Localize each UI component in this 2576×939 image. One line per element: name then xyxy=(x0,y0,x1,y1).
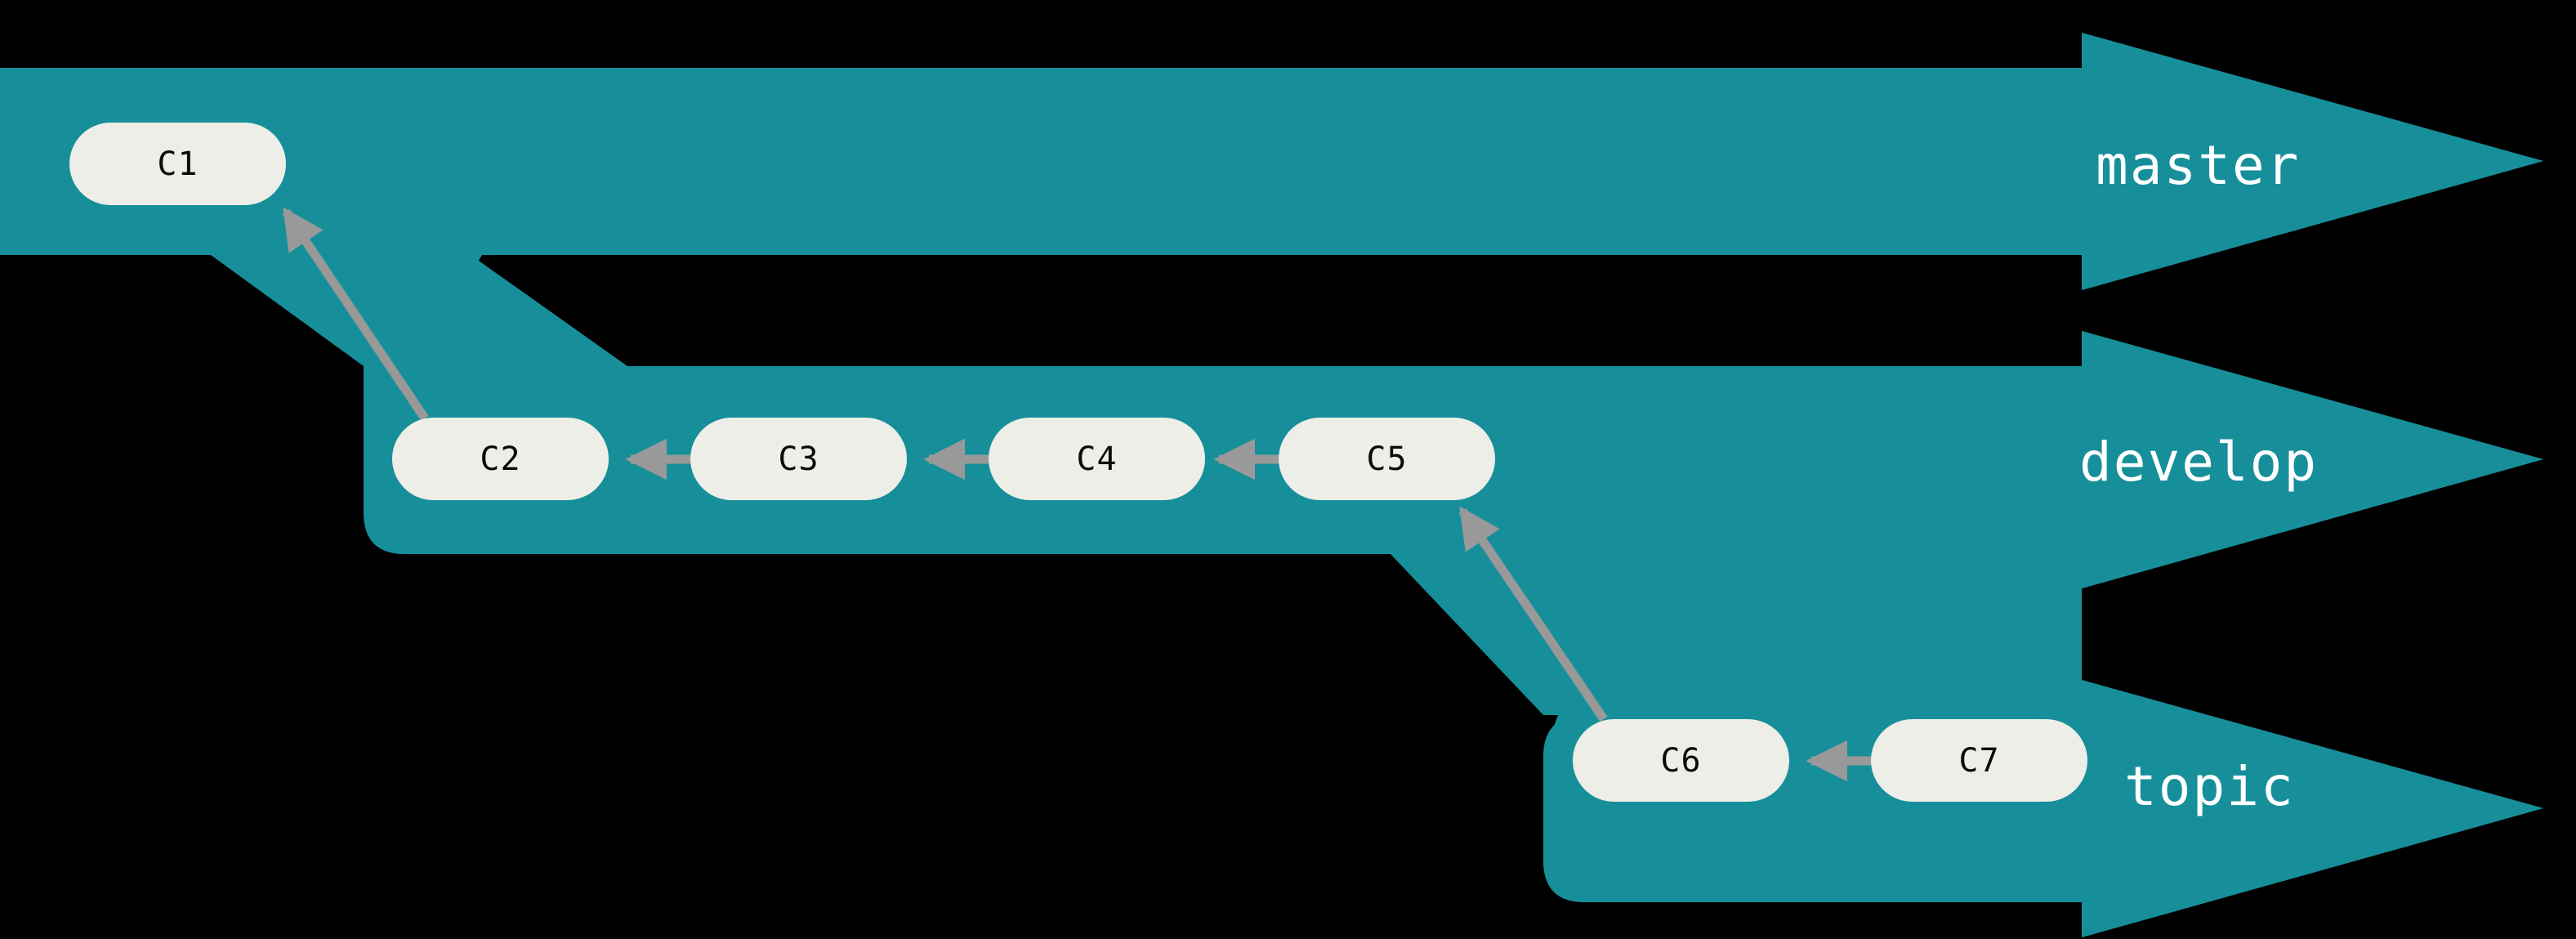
commit-node-c3[interactable]: C3 xyxy=(690,418,907,500)
commit-label: C4 xyxy=(1076,440,1118,478)
commit-label: C3 xyxy=(778,440,819,478)
commit-node-c4[interactable]: C4 xyxy=(989,418,1205,500)
branch-connector-develop-topic xyxy=(1391,554,1807,715)
branch-band-topic xyxy=(1543,680,2543,937)
commit-label: C5 xyxy=(1366,440,1408,478)
commit-node-c2[interactable]: C2 xyxy=(392,418,609,500)
commit-node-c5[interactable]: C5 xyxy=(1279,418,1495,500)
commit-node-c7[interactable]: C7 xyxy=(1871,719,2087,802)
commit-node-c6[interactable]: C6 xyxy=(1573,719,1789,802)
commit-edges-group xyxy=(282,207,1871,782)
branch-label-topic[interactable]: topic xyxy=(2124,755,2295,818)
commit-node-c1[interactable]: C1 xyxy=(69,123,286,205)
branch-band-master-body xyxy=(0,33,2543,290)
edge-c6-c5 xyxy=(1458,506,1608,722)
commit-label: C7 xyxy=(1958,741,2000,780)
branch-label-develop[interactable]: develop xyxy=(2079,431,2319,494)
edge-c2-c1 xyxy=(282,207,429,422)
commit-label: C6 xyxy=(1660,741,1702,780)
branch-label-master[interactable]: master xyxy=(2096,134,2301,197)
branch-connector-master-develop xyxy=(211,255,627,366)
commit-label: C1 xyxy=(157,145,199,183)
commit-label: C2 xyxy=(480,440,521,478)
